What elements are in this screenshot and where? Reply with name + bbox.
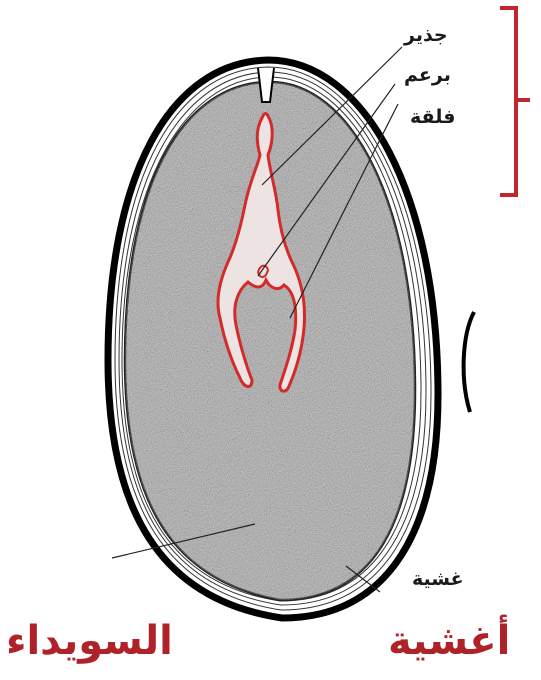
label-cotyledon: فلقة <box>410 106 455 128</box>
label-plumule: برعم <box>404 64 451 86</box>
embryo-parts-bracket <box>500 8 530 195</box>
plumule-tip <box>258 266 268 277</box>
label-membranes: أغشية <box>388 618 510 664</box>
seed-notch <box>258 68 274 102</box>
label-membranes-small: غشية <box>412 568 464 590</box>
label-endosperm: السويداء <box>6 618 173 664</box>
label-radicle: جذير <box>404 24 448 46</box>
adjacent-seed-edge <box>464 312 474 412</box>
